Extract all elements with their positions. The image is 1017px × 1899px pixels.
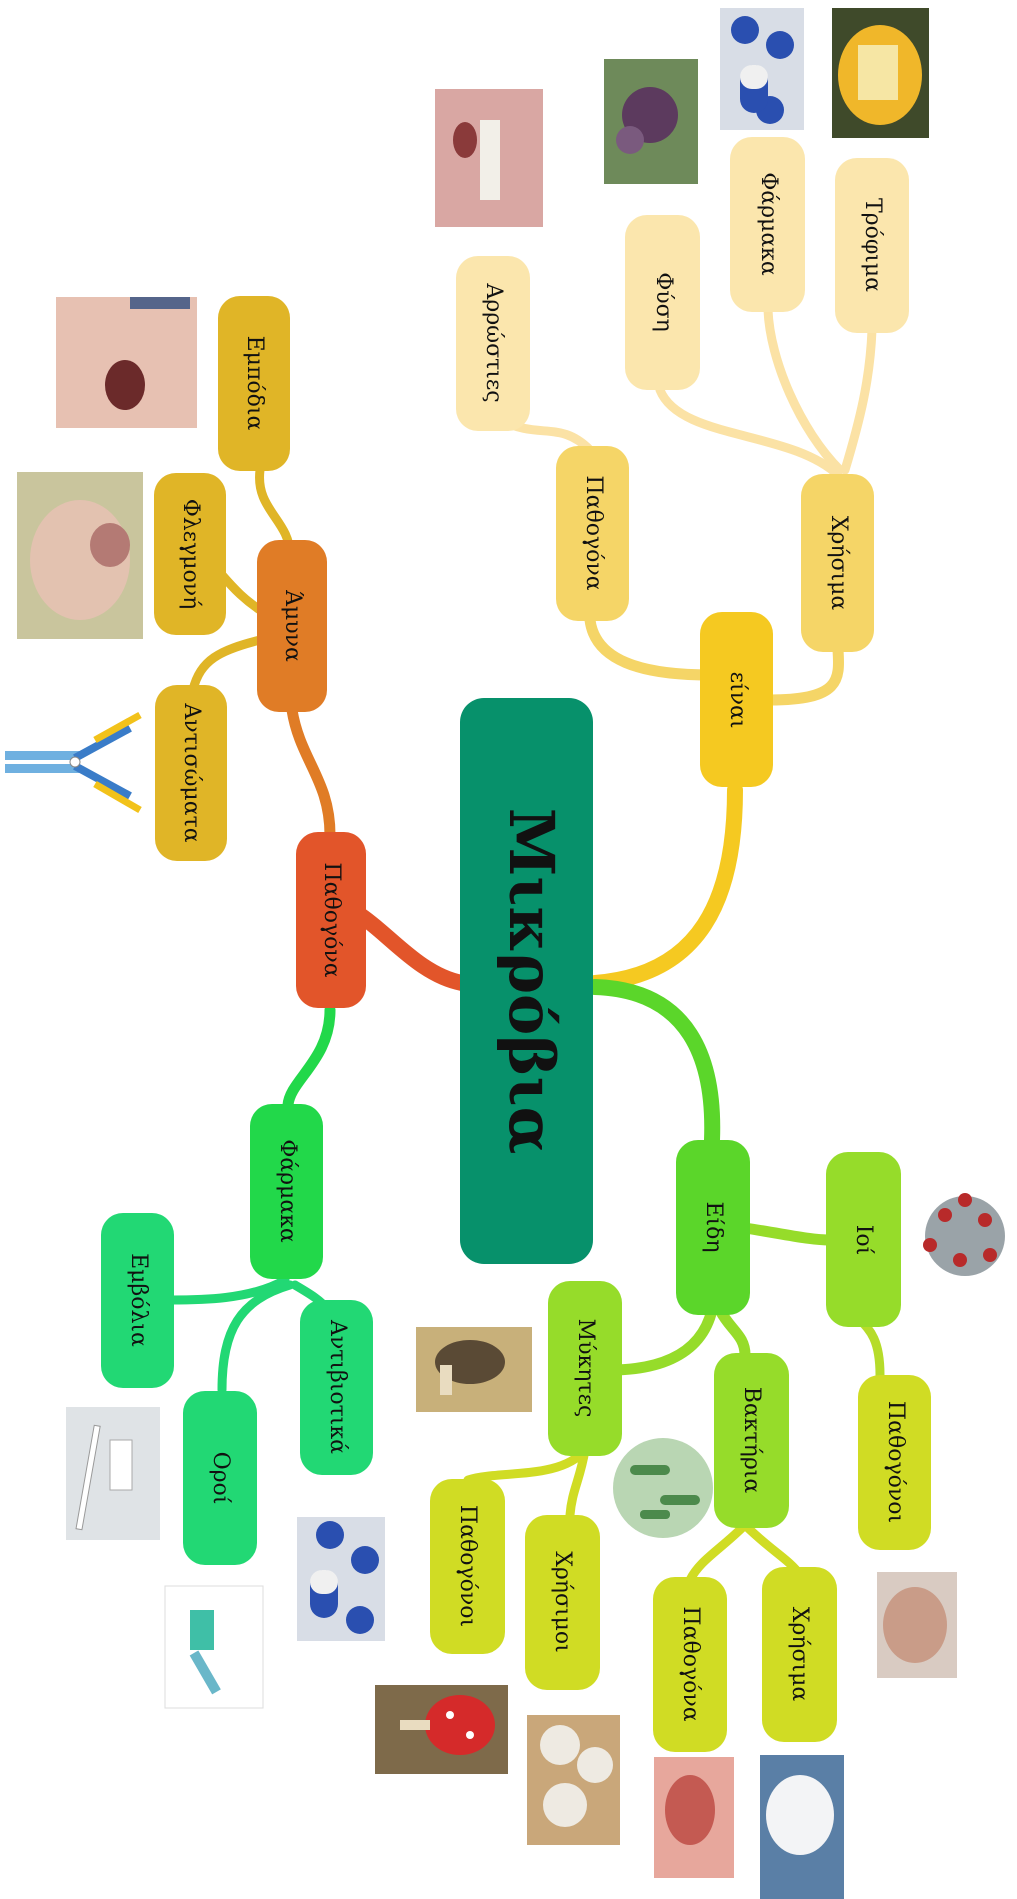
node-antiviotika[interactable]: Αντιβιοτικά <box>300 1300 373 1475</box>
node-xrisima[interactable]: Χρήσιμα <box>801 474 874 652</box>
cheek-wound-photo <box>56 297 197 428</box>
vaccine-vial-photo <box>164 1585 264 1709</box>
node-pathogona-label: Παθογόνα <box>319 862 344 977</box>
morel-mushroom-photo <box>416 1327 532 1412</box>
skin-rash-photo <box>654 1757 734 1878</box>
node-vaktiria-label: Βακτήρια <box>739 1387 764 1494</box>
node-ioi[interactable]: Ιοί <box>826 1152 901 1327</box>
node-flegmoni-label: Φλεγμονή <box>178 499 203 610</box>
node-empodia[interactable]: Εμπόδια <box>218 296 290 471</box>
pills-photo-2 <box>297 1517 385 1641</box>
node-vakt-xrisima[interactable]: Χρήσιμα <box>762 1567 837 1742</box>
node-farmaka2[interactable]: Φάρμακα <box>730 137 805 312</box>
node-myk-pathogonoi[interactable]: Παθογόνοι <box>430 1479 505 1654</box>
node-arrostie[interactable]: Αρρώστιες <box>456 256 530 431</box>
node-ioi-pathogonoi-label: Παθογόνοι <box>883 1401 908 1523</box>
node-antisomata[interactable]: Αντισώματα <box>155 685 227 861</box>
node-trofima-label: Τρόφιμα <box>860 198 885 292</box>
node-vakt-pathogona[interactable]: Παθογόνα <box>653 1577 727 1752</box>
node-fysi[interactable]: Φύση <box>625 215 700 390</box>
node-oroi[interactable]: Οροί <box>183 1391 257 1565</box>
node-antisomata-label: Αντισώματα <box>179 702 204 842</box>
node-eidi-label: Είδη <box>701 1201 726 1252</box>
hand-photo <box>877 1572 957 1678</box>
node-myk-pathogonoi-label: Παθογόνοι <box>455 1505 480 1627</box>
node-myk-xrisimoi-label: Χρήσιμοι <box>550 1551 575 1653</box>
node-emvolia-label: Εμβόλια <box>126 1253 151 1347</box>
branches <box>165 305 885 1585</box>
node-empodia-label: Εμπόδια <box>242 336 267 431</box>
node-fysi-label: Φύση <box>651 272 676 332</box>
lip-sore-photo <box>435 89 543 227</box>
node-amyna-label: Άμυνα <box>280 589 305 662</box>
node-myk-xrisimoi[interactable]: Χρήσιμοι <box>525 1515 600 1690</box>
syringe-vial-photo <box>66 1407 160 1540</box>
images <box>5 8 1005 1899</box>
amanita-mushroom-photo <box>375 1685 508 1774</box>
pills-photo <box>720 8 804 130</box>
node-arrostie-label: Αρρώστιες <box>481 282 506 402</box>
node-einai-label: είναι <box>725 672 750 729</box>
plant-photo <box>604 59 698 184</box>
white-mushrooms-photo <box>527 1715 620 1845</box>
node-ioi-pathogonoi[interactable]: Παθογόνοι <box>858 1375 931 1550</box>
virus-icon <box>923 1193 1005 1276</box>
toe-infection-photo <box>17 472 143 639</box>
node-antiviotika-label: Αντιβιοτικά <box>325 1319 350 1454</box>
node-pathogona[interactable]: Παθογόνα <box>296 832 366 1008</box>
yogurt-photo <box>760 1755 844 1899</box>
node-vakt-xrisima-label: Χρήσιμα <box>787 1607 812 1702</box>
node-pathogona2-label: Παθογόνα <box>581 475 606 590</box>
central-topic-label: Μικρόβια <box>495 808 568 1155</box>
node-emvolia[interactable]: Εμβόλια <box>101 1213 174 1388</box>
node-farmaka-label: Φάρμακα <box>275 1139 300 1243</box>
node-einai[interactable]: είναι <box>700 612 773 787</box>
node-farmaka2-label: Φάρμακα <box>756 172 781 276</box>
node-pathogona2[interactable]: Παθογόνα <box>556 446 629 621</box>
node-xrisima-label: Χρήσιμα <box>826 516 851 611</box>
node-vaktiria[interactable]: Βακτήρια <box>714 1353 789 1528</box>
bacteria-photo <box>613 1438 713 1538</box>
node-eidi[interactable]: Είδη <box>676 1140 750 1315</box>
node-oroi-label: Οροί <box>208 1452 233 1505</box>
node-mykites[interactable]: Μύκητες <box>548 1281 622 1456</box>
node-vakt-pathogona-label: Παθογόνα <box>678 1606 703 1721</box>
central-topic[interactable]: Μικρόβια <box>460 698 593 1264</box>
cheese-photo <box>832 8 929 138</box>
node-trofima[interactable]: Τρόφιμα <box>835 158 909 333</box>
node-amyna[interactable]: Άμυνα <box>257 540 327 712</box>
node-ioi-label: Ιοί <box>851 1225 876 1256</box>
antibody-icon <box>5 711 142 814</box>
node-mykites-label: Μύκητες <box>573 1319 598 1418</box>
node-flegmoni[interactable]: Φλεγμονή <box>154 473 226 635</box>
node-farmaka[interactable]: Φάρμακα <box>250 1104 323 1279</box>
